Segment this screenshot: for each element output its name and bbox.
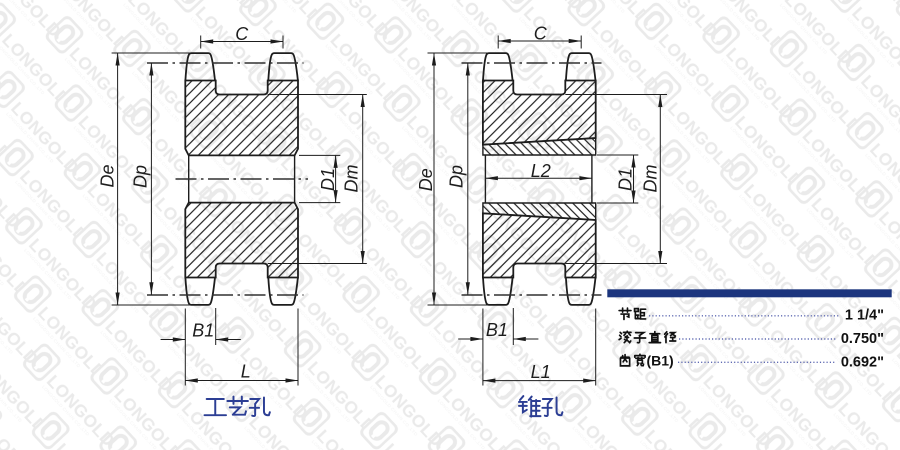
svg-text:L2: L2	[531, 161, 551, 181]
svg-text:0.750": 0.750"	[841, 331, 884, 347]
svg-text:De: De	[98, 164, 118, 187]
svg-text:Dm: Dm	[342, 165, 362, 193]
svg-text:C: C	[534, 24, 548, 44]
svg-text:L1: L1	[531, 362, 551, 382]
svg-text:D1: D1	[616, 168, 636, 191]
svg-text:C: C	[235, 24, 249, 44]
svg-text:Dm: Dm	[641, 165, 661, 193]
svg-text:Dp: Dp	[131, 165, 151, 188]
svg-text:De: De	[416, 168, 436, 191]
svg-text:B1: B1	[486, 320, 508, 340]
svg-text:(B1): (B1)	[647, 353, 674, 369]
svg-text:B1: B1	[192, 321, 214, 341]
svg-text:0.692": 0.692"	[841, 354, 884, 370]
svg-text:Dp: Dp	[447, 165, 467, 188]
svg-text:1 1/4": 1 1/4"	[845, 308, 884, 324]
svg-text:D1: D1	[318, 168, 338, 191]
svg-text:L: L	[241, 362, 251, 382]
